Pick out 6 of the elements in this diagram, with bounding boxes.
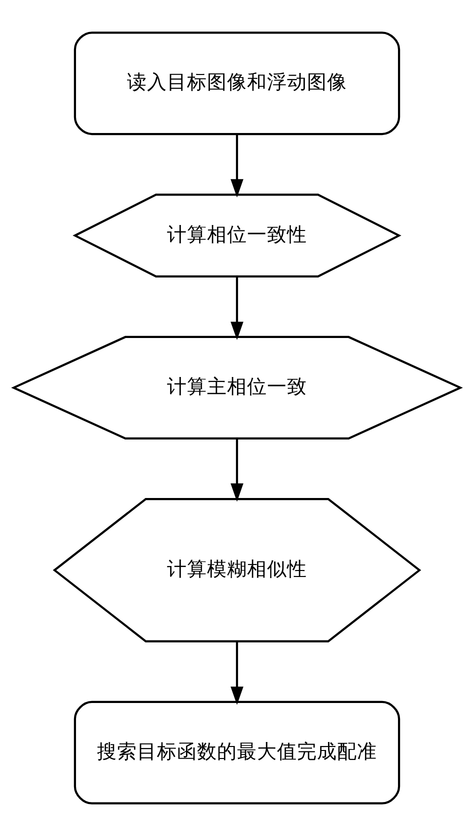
node-box: 搜索目标函数的最大值完成配准	[74, 700, 400, 804]
arrow	[230, 134, 244, 198]
arrow	[230, 642, 244, 705]
node-box: 读入目标图像和浮动图像	[74, 32, 400, 136]
arrow	[230, 276, 244, 340]
arrow	[230, 438, 244, 502]
